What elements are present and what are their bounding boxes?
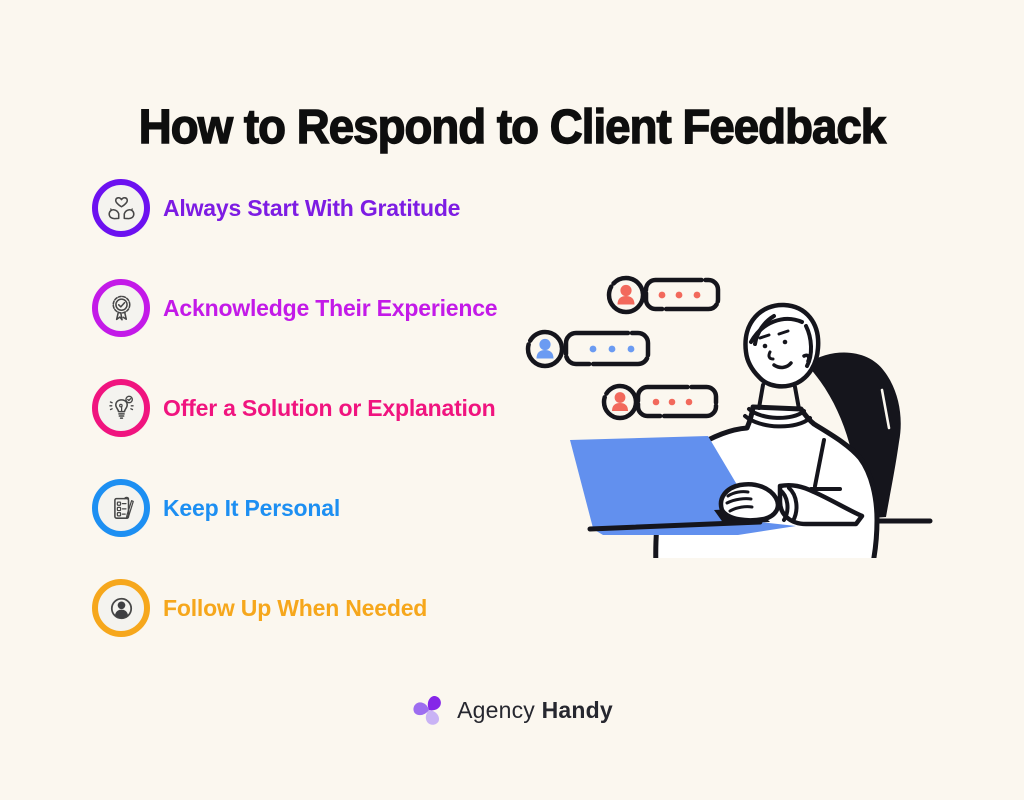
brand-name: Agency Handy xyxy=(457,697,613,724)
brand-name-bold: Handy xyxy=(541,696,613,723)
list-item: Follow Up When Needed xyxy=(92,579,497,637)
chat-bubble-bottom xyxy=(601,383,719,421)
list-item: Acknowledge Their Experience xyxy=(92,279,498,337)
list-item: Always Start With Gratitude xyxy=(92,179,497,237)
list-item-label: Always Start With Gratitude xyxy=(163,194,461,221)
chat-bubble-middle xyxy=(525,329,651,369)
chat-avatar-blue-icon xyxy=(536,338,635,359)
list-item-label: Offer a Solution or Explanation xyxy=(163,394,496,421)
list-item-label: Follow Up When Needed xyxy=(163,594,428,621)
chat-avatar-red2-icon xyxy=(612,392,693,411)
person-hands xyxy=(718,482,865,527)
brand-footer: Agency Handy xyxy=(0,692,1024,728)
award-ribbon-icon xyxy=(92,279,150,337)
list-item-label: Keep It Personal xyxy=(163,494,341,521)
page-title: How to Respond to Client Feedback xyxy=(138,101,887,155)
chat-bubble-top xyxy=(606,275,721,315)
brand-name-regular: Agency xyxy=(457,696,536,723)
person-at-laptop-illustration xyxy=(518,258,938,571)
lightbulb-solution-icon xyxy=(92,379,150,437)
chat-avatar-red-icon xyxy=(617,284,701,305)
feedback-steps-list: Always Start With Gratitude Acknowledge … xyxy=(92,179,498,637)
agency-handy-logo-icon xyxy=(411,692,447,728)
hands-holding-heart-icon xyxy=(92,179,150,237)
list-item: Offer a Solution or Explanation xyxy=(92,379,497,437)
person-follow-up-icon xyxy=(92,579,150,637)
list-item-label: Acknowledge Their Experience xyxy=(163,294,498,321)
person-head xyxy=(743,302,821,389)
personal-checklist-icon xyxy=(92,479,150,537)
list-item: Keep It Personal xyxy=(92,479,497,537)
